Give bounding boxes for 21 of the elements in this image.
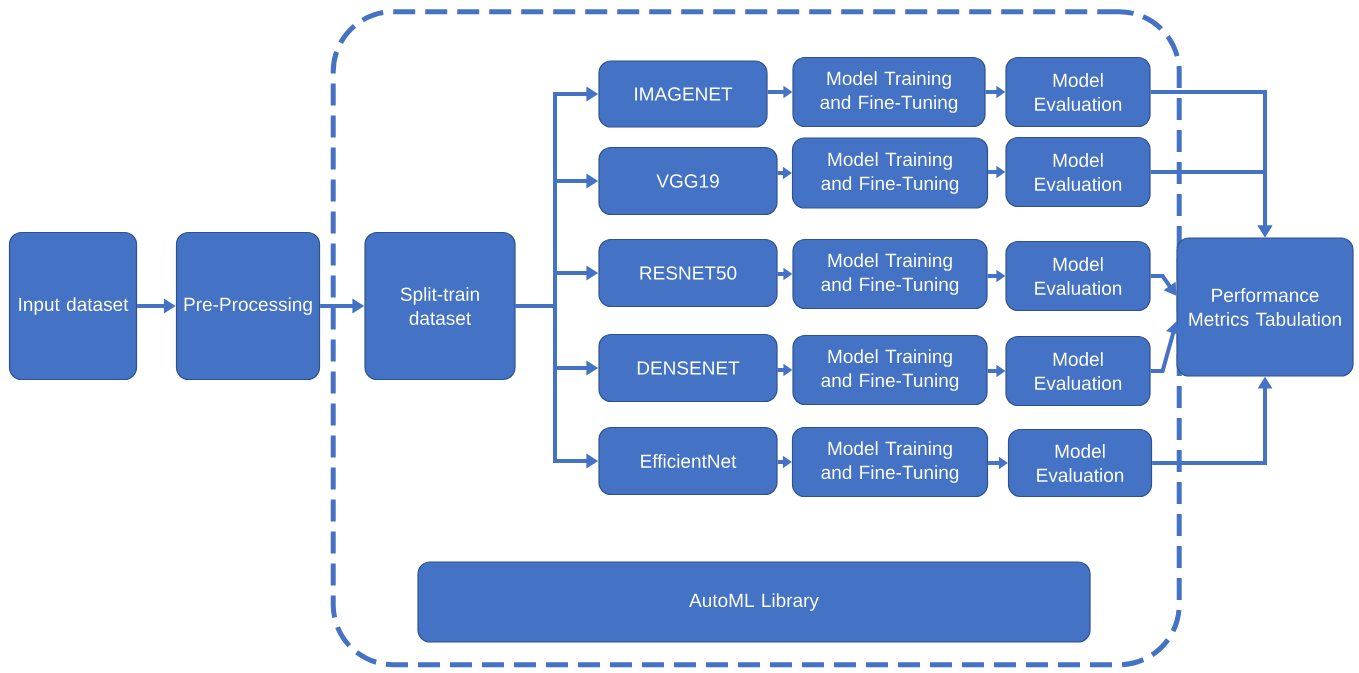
process-box: Performance Metrics Tabulation	[1176, 237, 1354, 377]
process-box: Model Training and Fine-Tuning	[791, 137, 989, 209]
process-box: Model Training and Fine-Tuning	[792, 56, 986, 128]
process-box: VGG19	[598, 146, 778, 216]
process-box: Pre-Processing	[175, 231, 321, 381]
process-box: Model Training and Fine-Tuning	[791, 426, 989, 498]
process-box: Model Evaluation	[1007, 428, 1153, 498]
process-box: IMAGENET	[598, 60, 768, 128]
process-box: Model Training and Fine-Tuning	[792, 238, 988, 310]
process-box: Model Evaluation	[1005, 335, 1151, 407]
process-box: AutoML Library	[417, 561, 1091, 643]
process-box: DENSENET	[598, 333, 778, 403]
process-box: Input dataset	[8, 231, 138, 381]
process-box: Split-train dataset	[364, 231, 516, 381]
process-box: Model Training and Fine-Tuning	[792, 334, 988, 406]
process-box: Model Evaluation	[1005, 240, 1151, 312]
process-box: Model Evaluation	[1005, 56, 1151, 128]
process-box: EfficientNet	[598, 426, 778, 496]
dashed-boundary	[330, 9, 1182, 668]
process-box: Model Evaluation	[1005, 136, 1151, 208]
process-box: RESNET50	[598, 238, 778, 308]
